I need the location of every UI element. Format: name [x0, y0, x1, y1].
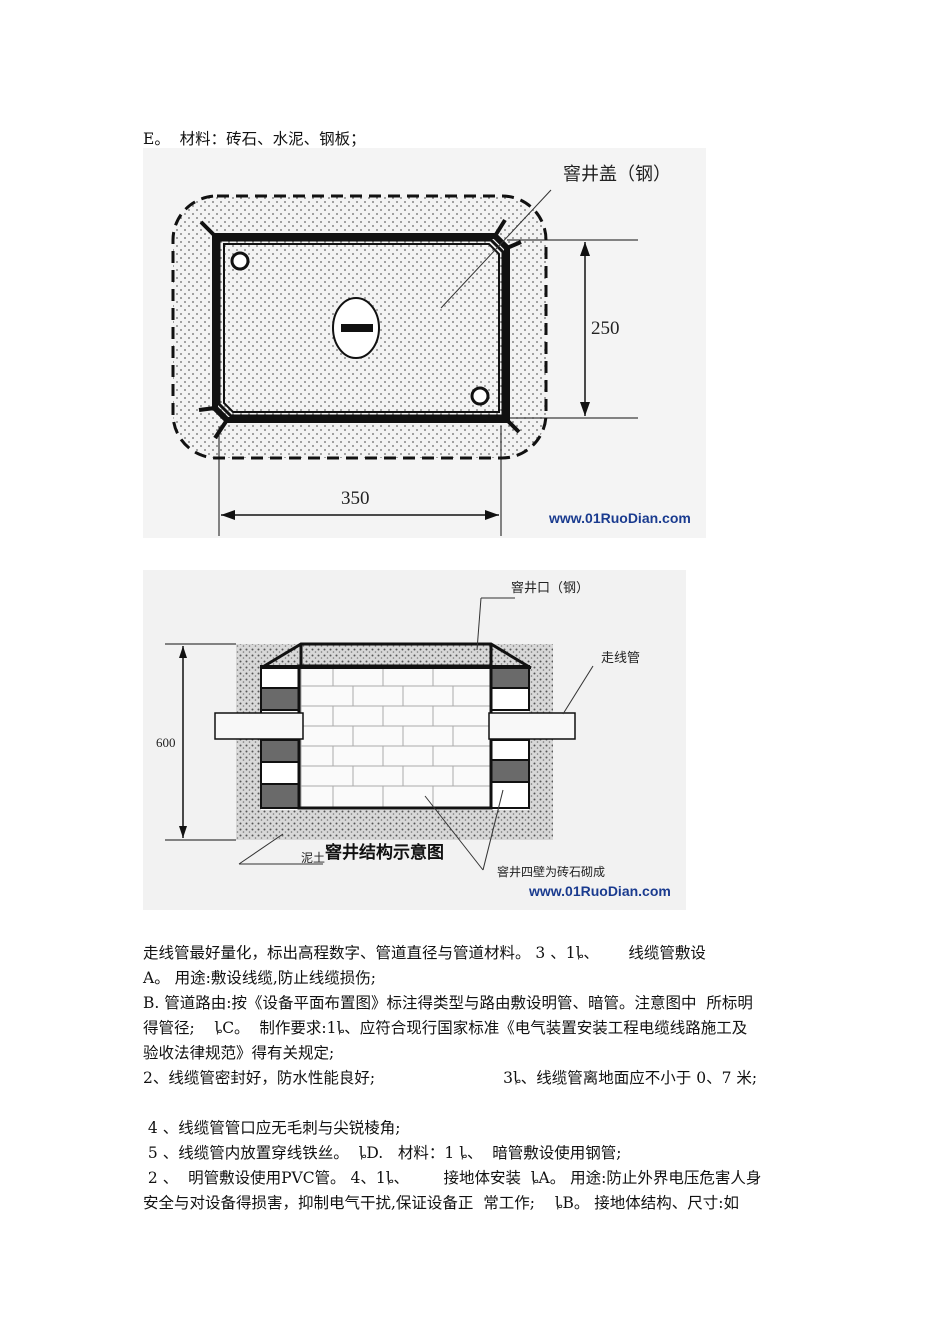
bolt-hole-icon [470, 386, 490, 406]
text-line: 2、线缆管密封好，防水性能良好; 3ȴ、线缆管离地面应不小于 0、7 米; [143, 1069, 758, 1087]
callout-pipe-label: 走线管 [601, 651, 640, 666]
text-line: 4 、线缆管管口应无毛刺与尖锐棱角; [143, 1119, 401, 1137]
callout-lid-label: 窨井口（钢） [511, 580, 589, 596]
brick-wall [300, 665, 492, 809]
steel-cover-outer [217, 238, 505, 418]
text-line: 安全与对设备得损害，抑制电气干扰,保证设备正 常工作; ȴB。 接地体结构、尺寸… [143, 1194, 740, 1212]
watermark: www.01RuoDian.com [548, 510, 691, 526]
callout-cover-label: 窨井盖（钢） [563, 164, 671, 185]
watermark: www.01RuoDian.com [528, 883, 671, 899]
text-line: 走线管最好量化，标出高程数字、管道直径与管道材料。 3 、1ȴ、 线缆管敷设 [143, 944, 706, 962]
text-line: 验收法律规范》得有关规定; [143, 1044, 335, 1062]
dim-width-label: 350 [341, 488, 370, 509]
text-line: 得管径; ȴC。 制作要求:1ȴ、应符合现行国家标准《电气装置安装工程电缆线路施… [143, 1019, 748, 1037]
pipe-right [488, 712, 576, 740]
text-line: 2 、 明管敷设使用PVC管。 4、1ȴ、 接地体安装 ȴA。 用途:防止外界电… [143, 1169, 762, 1187]
dim-height-label: 250 [591, 318, 620, 339]
pipe-left [214, 712, 304, 740]
text-line: B. 管道路由:按《设备平面布置图》标注得类型与路由敷设明管、暗管。注意图中 所… [143, 994, 753, 1012]
callout-wall-label: 窨井四壁为砖石砌成 [497, 864, 605, 879]
manhole-cover-diagram: 窨井盖（钢） 250 350 www.01RuoDian.com [143, 148, 706, 538]
text-line: 5 、线缆管内放置穿线铁丝。 ȴD. 材料：1 ȴ、 暗管敷设使用钢管; [143, 1144, 622, 1162]
text-line: A。 用途:敷设线缆,防止线缆损伤; [143, 969, 376, 987]
manhole-lid [260, 642, 532, 670]
manhole-structure-diagram: 窨井口（钢） 走线管 600 窨井结构示意图 泥土 窨井四壁为砖石砌成 www.… [143, 570, 686, 910]
dim-height-label: 600 [156, 735, 176, 750]
callout-soil-label: 泥土 [301, 851, 325, 865]
bolt-hole-icon [230, 251, 250, 271]
diagram-title: 窨井结构示意图 [325, 842, 444, 863]
text-line-material: E。 材料：砖石、水泥、钢板； [143, 130, 366, 148]
